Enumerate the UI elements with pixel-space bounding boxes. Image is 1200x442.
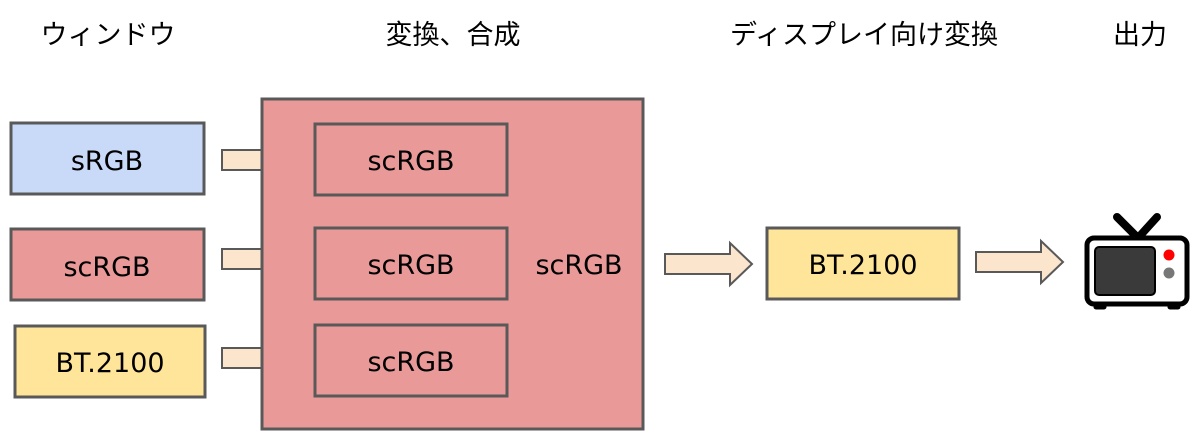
compositor-surface	[313, 122, 509, 197]
window-scrgb: scRGB	[9, 227, 206, 302]
compositor-surface	[313, 323, 509, 398]
heading-display-convert: ディスプレイ向け変換	[730, 20, 998, 51]
compositor-surface	[313, 226, 509, 301]
arrow-right-icon	[975, 238, 1065, 286]
compositor-surface-label: scRGB	[367, 347, 454, 378]
heading-compose: 変換、合成	[386, 20, 521, 51]
window-scrgb-label: scRGB	[63, 252, 150, 283]
window-srgb-label: sRGB	[71, 146, 143, 177]
compositor-surface-label: scRGB	[367, 250, 454, 281]
window-bt2100-label: BT.2100	[55, 348, 164, 379]
heading-window: ウィンドウ	[41, 20, 176, 51]
compositor-surface-label: scRGB	[367, 146, 454, 177]
display-convert-box: BT.2100	[765, 226, 961, 301]
compositor: scRGB scRGB scRGB scRGB	[260, 97, 645, 431]
window-bt2100: BT.2100	[13, 324, 207, 399]
compositor-label: scRGB	[535, 250, 622, 281]
heading-output: 出力	[1113, 20, 1167, 51]
window-srgb: sRGB	[9, 121, 206, 196]
display-convert-label: BT.2100	[808, 250, 917, 281]
tv-icon	[1084, 213, 1190, 310]
arrow-right-icon	[664, 240, 754, 288]
